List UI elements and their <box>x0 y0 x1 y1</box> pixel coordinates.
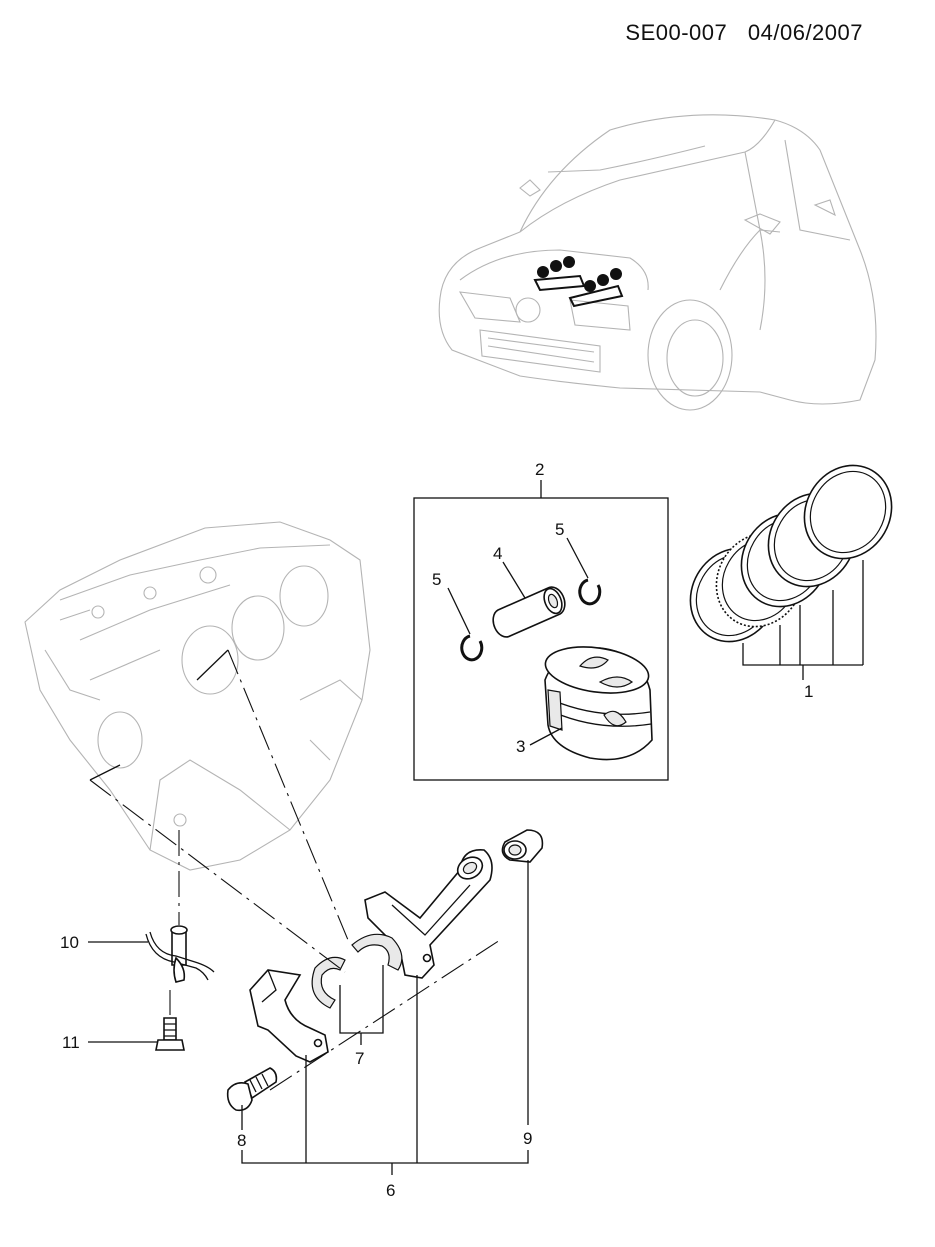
callout-9: 9 <box>523 1129 532 1148</box>
piston-pin <box>492 586 566 638</box>
oil-jet-bolt <box>155 1017 185 1051</box>
callout-5-right: 5 <box>555 520 564 539</box>
vehicle-locator <box>438 114 877 411</box>
connecting-rod-bolt <box>226 1067 278 1112</box>
callout-7: 7 <box>355 1049 364 1068</box>
retaining-clip <box>460 634 484 662</box>
callout-1: 1 <box>804 682 813 701</box>
locator-pistons-highlight <box>533 256 624 308</box>
callout-5-left: 5 <box>432 570 441 589</box>
piston-oil-jet <box>145 925 215 983</box>
callout-10: 10 <box>60 933 79 952</box>
connecting-rod-bearing-lower <box>311 956 346 1009</box>
piston-pin-bushing <box>501 829 544 863</box>
connecting-rod-cap <box>249 969 329 1063</box>
callout-6: 6 <box>386 1181 395 1200</box>
callout-3: 3 <box>516 737 525 756</box>
callout-2: 2 <box>535 460 544 479</box>
connecting-rod <box>364 849 493 979</box>
retaining-clip <box>578 578 602 606</box>
callout-11: 11 <box>62 1033 80 1052</box>
diagram-date: 04/06/2007 <box>747 20 863 45</box>
piston-ring-set <box>689 464 893 643</box>
callout-4: 4 <box>493 544 502 563</box>
diagram-code: SE00-007 <box>625 20 728 45</box>
diagram-header: SE00-007 04/06/2007 <box>625 20 863 46</box>
callout-8: 8 <box>237 1131 246 1150</box>
connecting-rod-bearing-upper <box>351 933 403 971</box>
piston <box>544 646 653 761</box>
engine-block <box>24 521 371 871</box>
